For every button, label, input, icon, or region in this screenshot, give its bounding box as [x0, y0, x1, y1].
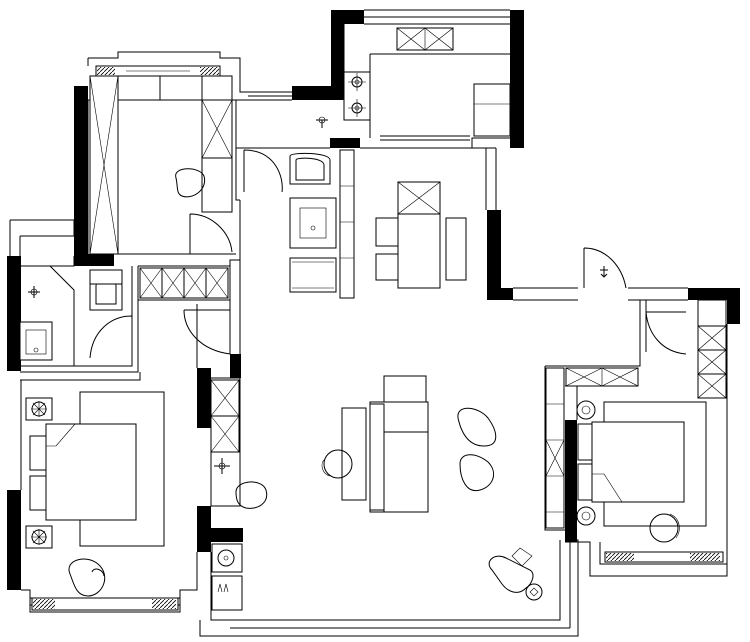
second-bedroom: [89, 75, 233, 255]
kitchen: [343, 27, 511, 141]
windows: [31, 65, 724, 611]
bathroom-top: [243, 116, 355, 299]
living-room: [321, 375, 543, 601]
dining-area: [375, 181, 467, 289]
third-bedroom: [545, 299, 727, 543]
entry: [583, 247, 687, 355]
center-storage: [210, 379, 268, 611]
walls: [7, 10, 740, 590]
hallway-cabinets: [139, 267, 231, 355]
bathroom-left: [19, 265, 133, 367]
master-bedroom: [25, 391, 165, 597]
